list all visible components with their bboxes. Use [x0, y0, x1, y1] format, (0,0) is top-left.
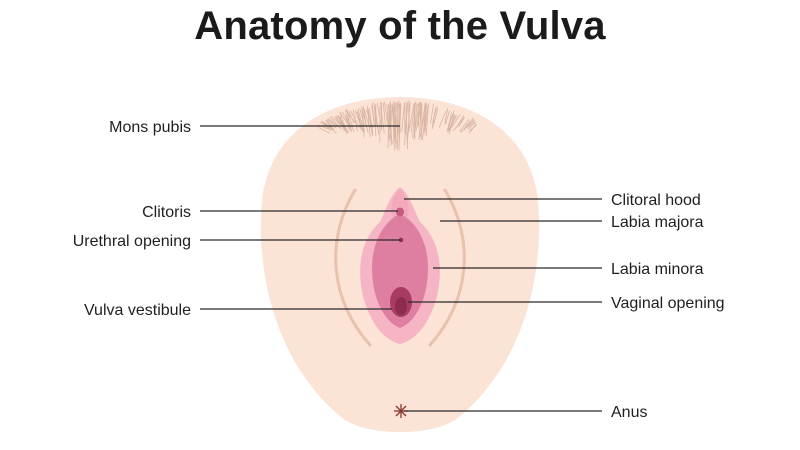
hair-strand — [407, 102, 411, 144]
labia-majora-left-fold — [334, 188, 372, 347]
hair-strand — [412, 101, 417, 138]
hair-strand — [418, 102, 423, 140]
hair-strand — [448, 115, 457, 132]
hair-strand — [415, 103, 422, 131]
hair-strand — [345, 114, 353, 132]
hair-strand — [334, 116, 346, 131]
clitoris-glans — [396, 207, 404, 217]
hair-strand — [467, 122, 476, 130]
hair-strand — [330, 120, 342, 130]
hair-strand — [459, 119, 470, 132]
hair-strand — [379, 101, 385, 134]
hair-strand — [324, 122, 337, 134]
label-labia-minora: Labia minora — [611, 261, 704, 278]
hair-strand — [450, 114, 461, 128]
hair-strand — [469, 124, 478, 132]
hair-strand — [438, 110, 447, 128]
labia-majora-right-fold — [428, 188, 466, 347]
hair-strand — [376, 103, 383, 129]
vestibule-shape — [372, 214, 428, 328]
hair-strand — [396, 104, 400, 150]
vaginal-opening-inner — [395, 297, 407, 315]
hair-strand — [373, 102, 380, 135]
hair-strand — [401, 102, 405, 132]
label-mons-pubis: Mons pubis — [109, 119, 191, 136]
hair-strand — [348, 110, 355, 124]
label-clitoral-hood: Clitoral hood — [611, 192, 701, 209]
label-labia-majora: Labia majora — [611, 214, 704, 231]
label-anus: Anus — [611, 404, 647, 421]
label-vulva-vestibule: Vulva vestibule — [84, 302, 191, 319]
hair-strand — [465, 117, 475, 126]
hair-strand — [409, 103, 415, 129]
hair-strand — [394, 102, 399, 138]
hair-strand — [331, 116, 341, 125]
hair-strand — [367, 105, 371, 138]
hair-strand — [322, 122, 332, 132]
hair-strand — [354, 109, 364, 132]
urethral-opening-dot — [398, 237, 404, 243]
hair-strand — [365, 109, 374, 128]
hair-strand — [362, 107, 367, 127]
hair-strand — [425, 104, 429, 137]
hair-strand — [418, 101, 420, 126]
hair-strand — [445, 110, 450, 125]
label-vaginal-opening: Vaginal opening — [611, 295, 725, 312]
hair-strand — [371, 105, 375, 127]
hair-strand — [393, 101, 397, 145]
hair-strand — [341, 111, 350, 126]
label-clitoris: Clitoris — [142, 204, 191, 221]
hair-strand — [466, 121, 476, 128]
hair-strand — [329, 116, 338, 125]
hair-strand — [404, 106, 408, 146]
hair-strand — [362, 106, 371, 129]
hair-strand — [345, 109, 356, 123]
label-urethral-opening: Urethral opening — [73, 233, 191, 250]
hair-strand — [419, 104, 426, 138]
hair-strand — [347, 112, 354, 128]
hair-strand — [424, 103, 427, 135]
hair-strand — [414, 103, 420, 135]
hair-strand — [447, 112, 452, 131]
hair-strand — [387, 104, 393, 145]
hair-strand — [405, 101, 408, 136]
page-title: Anatomy of the Vulva — [194, 4, 606, 48]
hair-strand — [447, 114, 456, 133]
hair-strand — [454, 117, 465, 130]
hair-strand — [359, 108, 365, 126]
hair-strand — [350, 110, 360, 128]
hair-strand — [430, 103, 434, 124]
hair-strand — [382, 102, 386, 126]
hair-strand — [357, 108, 365, 132]
hair-strand — [432, 107, 439, 128]
hair-strand — [391, 105, 396, 140]
hair-strand — [432, 106, 438, 124]
hair-strand — [367, 108, 373, 137]
hair-strand — [463, 119, 474, 131]
hair-strand — [423, 102, 426, 123]
hair-strand — [444, 108, 449, 124]
hair-strand — [318, 127, 331, 134]
hair-strand — [398, 104, 402, 146]
hair-strand — [446, 113, 454, 132]
